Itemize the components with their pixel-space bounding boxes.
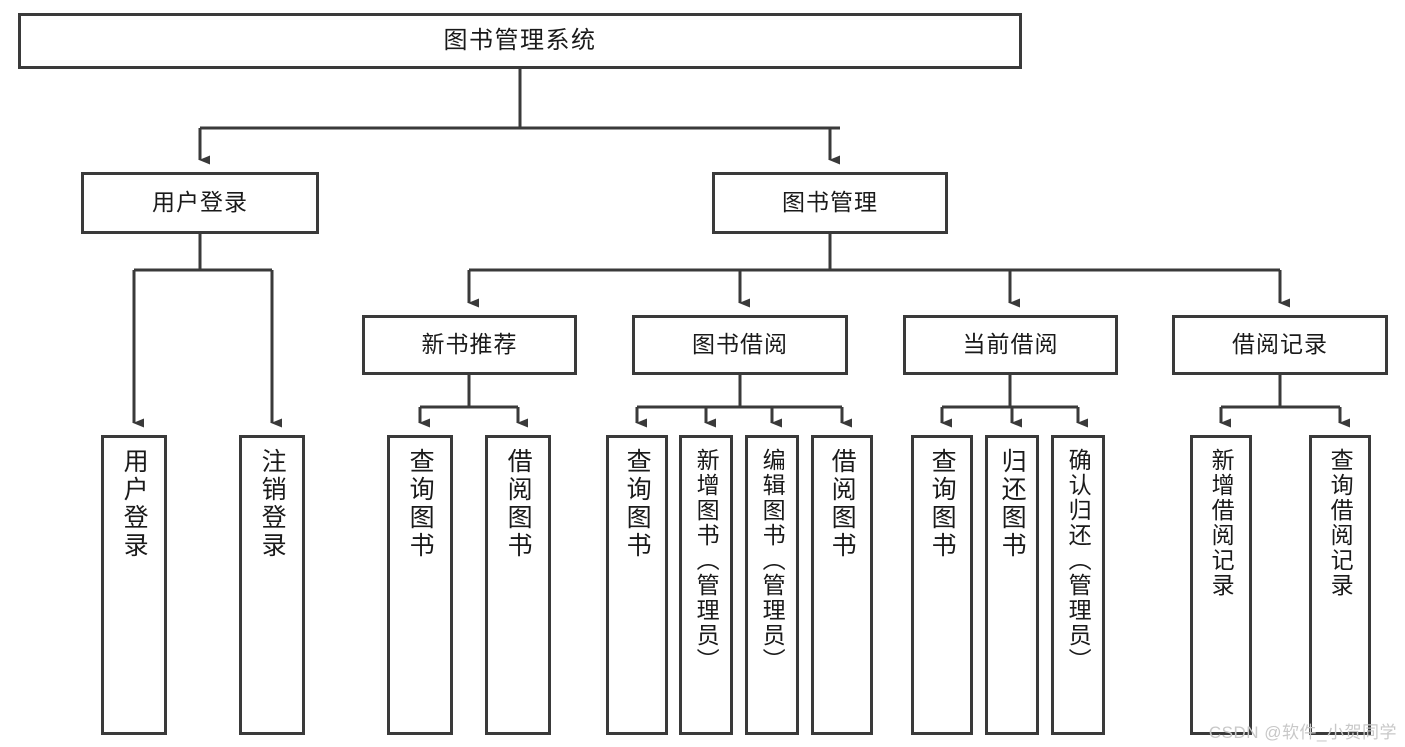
node-user-login-label: 用户登录	[152, 189, 248, 216]
node-root[interactable]: 图书管理系统	[18, 13, 1022, 69]
node-new-book-recommend-label: 新书推荐	[421, 331, 518, 358]
watermark-text: CSDN @软件_小贺同学	[1208, 723, 1397, 742]
node-current-borrow-label: 当前借阅	[962, 331, 1059, 358]
node-leaf-query-book-borrow[interactable]: 查询图书	[606, 435, 668, 735]
node-leaf-borrow-book-recommend-label: 借阅图书	[504, 448, 533, 560]
node-book-manage[interactable]: 图书管理	[712, 172, 948, 234]
node-leaf-confirm-return-admin[interactable]: 确认归还（管理员）	[1051, 435, 1105, 735]
node-leaf-query-borrow-record-label: 查询借阅记录	[1327, 448, 1354, 598]
node-leaf-query-book-recommend[interactable]: 查询图书	[387, 435, 453, 735]
node-leaf-logout-login-label: 注销登录	[258, 448, 287, 560]
node-leaf-borrow-book-label: 借阅图书	[828, 448, 857, 560]
node-root-label: 图书管理系统	[443, 26, 597, 54]
node-borrow-record[interactable]: 借阅记录	[1172, 315, 1388, 375]
node-leaf-query-borrow-record[interactable]: 查询借阅记录	[1309, 435, 1371, 735]
node-leaf-query-book-borrow-label: 查询图书	[623, 448, 652, 560]
node-leaf-borrow-book-recommend[interactable]: 借阅图书	[485, 435, 551, 735]
node-borrow-record-label: 借阅记录	[1232, 331, 1328, 358]
node-leaf-query-book-current-label: 查询图书	[928, 448, 957, 560]
node-leaf-user-login-label: 用户登录	[120, 448, 149, 560]
node-leaf-edit-book-admin-label: 编辑图书（管理员）	[759, 448, 786, 673]
node-current-borrow[interactable]: 当前借阅	[903, 315, 1118, 375]
node-leaf-query-book-recommend-label: 查询图书	[406, 448, 435, 560]
node-leaf-user-login[interactable]: 用户登录	[101, 435, 167, 735]
node-book-borrow-label: 图书借阅	[692, 331, 788, 358]
node-leaf-confirm-return-admin-label: 确认归还（管理员）	[1065, 448, 1092, 673]
node-leaf-edit-book-admin[interactable]: 编辑图书（管理员）	[745, 435, 799, 735]
node-book-manage-label: 图书管理	[782, 189, 878, 216]
node-leaf-return-book[interactable]: 归还图书	[985, 435, 1039, 735]
node-new-book-recommend[interactable]: 新书推荐	[362, 315, 577, 375]
node-leaf-borrow-book[interactable]: 借阅图书	[811, 435, 873, 735]
node-book-borrow[interactable]: 图书借阅	[632, 315, 848, 375]
node-leaf-add-borrow-record[interactable]: 新增借阅记录	[1190, 435, 1252, 735]
node-leaf-add-book-admin[interactable]: 新增图书（管理员）	[679, 435, 733, 735]
node-leaf-return-book-label: 归还图书	[998, 448, 1027, 560]
node-leaf-logout-login[interactable]: 注销登录	[239, 435, 305, 735]
node-leaf-query-book-current[interactable]: 查询图书	[911, 435, 973, 735]
node-leaf-add-borrow-record-label: 新增借阅记录	[1208, 448, 1235, 598]
node-user-login[interactable]: 用户登录	[81, 172, 319, 234]
node-leaf-add-book-admin-label: 新增图书（管理员）	[693, 448, 720, 673]
